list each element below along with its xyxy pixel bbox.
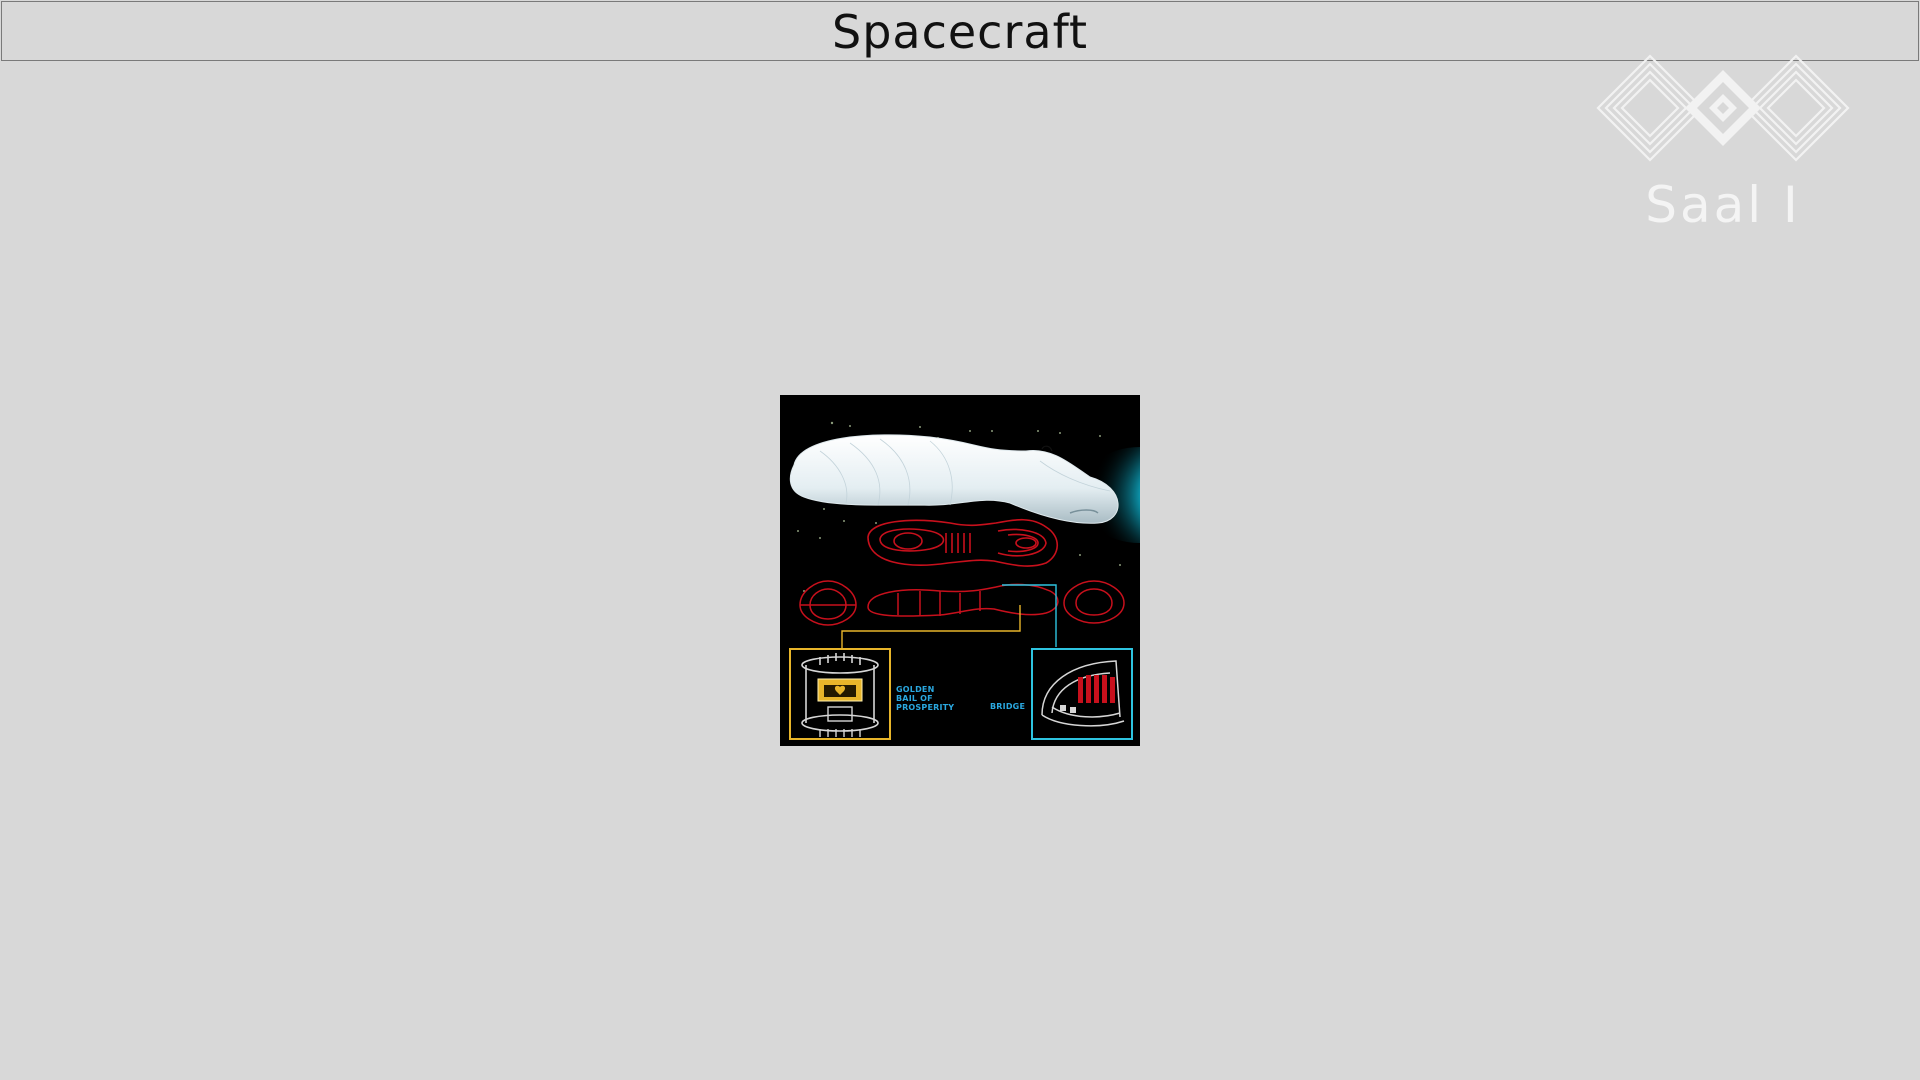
title-bar: Spacecraft	[1, 1, 1919, 61]
spacecraft-artwork: GOLDEN BAIL OF PROSPERITY BRIDGE	[780, 395, 1140, 746]
saal-logo-icon	[1596, 54, 1850, 162]
spacecraft-illustration	[789, 421, 1140, 740]
page-title: Spacecraft	[832, 5, 1088, 59]
logo-label: Saal I	[1645, 176, 1801, 234]
golden-bail-label: GOLDEN BAIL OF PROSPERITY	[896, 685, 955, 712]
bridge-label: BRIDGE	[990, 702, 1026, 711]
saal-logo: Saal I	[1594, 52, 1852, 242]
